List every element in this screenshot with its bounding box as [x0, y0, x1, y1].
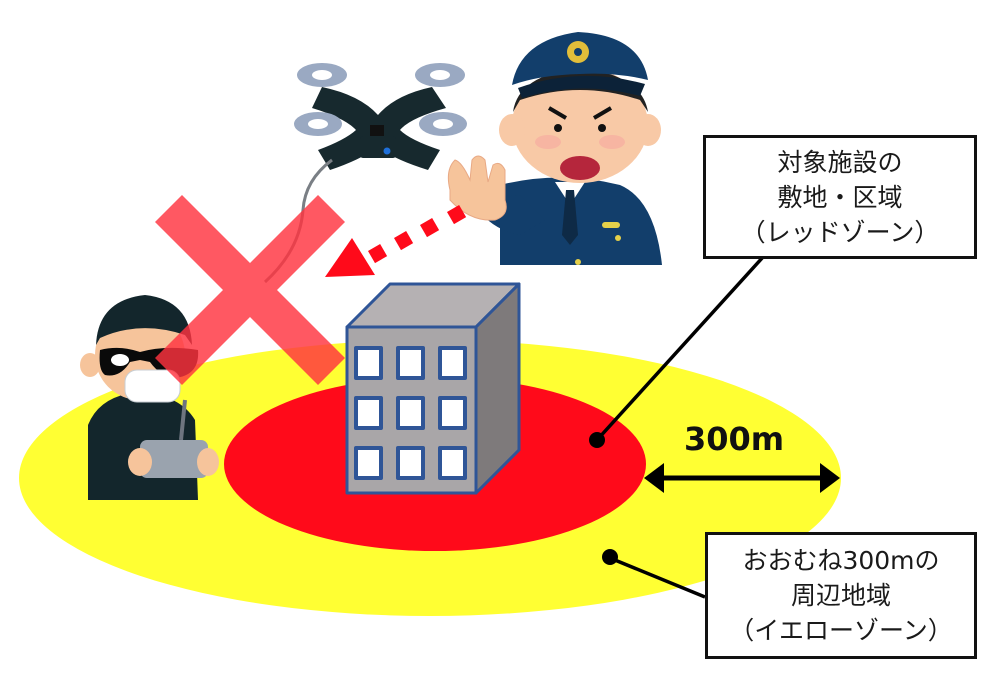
red-zone-callout-line-3: （レッドゾーン）	[740, 217, 940, 247]
yellow-zone-leader-line	[602, 549, 706, 599]
prohibition-x-icon	[155, 195, 345, 385]
yellow-zone-callout: おおむね300mの 周辺地域 （イエローゾーン）	[705, 532, 977, 659]
police-officer-icon	[447, 32, 662, 265]
yellow-zone-callout-line-2: 周辺地域	[790, 581, 891, 610]
distance-label: 300m	[684, 420, 785, 458]
red-zone-leader-line	[589, 255, 765, 448]
yellow-zone-callout-line-1: おおむね300mの	[742, 546, 940, 575]
distance-arrow	[644, 463, 840, 493]
dashed-red-arrow	[325, 205, 467, 277]
yellow-zone-callout-line-3: （イエローゾーン）	[729, 616, 953, 645]
building-icon	[345, 282, 521, 495]
red-zone-callout-line-1: 対象施設の	[777, 147, 903, 177]
red-zone-callout: 対象施設の 敷地・区域 （レッドゾーン）	[703, 135, 977, 259]
red-zone-callout-line-2: 敷地・区域	[777, 182, 903, 212]
